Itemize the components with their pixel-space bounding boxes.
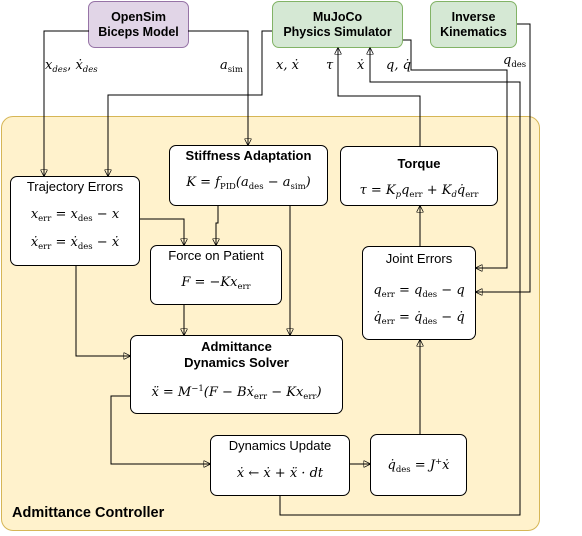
dynamics-update-block: Dynamics Update ẋ ← ẋ + ẍ · dt xyxy=(210,435,350,496)
stiffness-adaptation-title: Stiffness Adaptation xyxy=(185,148,312,163)
joint-velocity-error-equation: q̇err = q̇des − q̇ xyxy=(373,310,465,327)
arrow-opensim-to-trajectory-errors xyxy=(44,30,89,176)
tau-label: τ xyxy=(326,58,334,73)
q-des-label: qdes xyxy=(503,53,527,70)
stiffness-adaptation-equation: K = fPID(ades − asim) xyxy=(186,175,311,192)
joint-errors-block: Joint Errors qerr = qdes − q q̇err = q̇d… xyxy=(362,246,476,340)
inverse-kinematics-line2: Kinematics xyxy=(440,24,507,39)
force-on-patient-equation: F = −Kxerr xyxy=(181,275,251,292)
admittance-solver-equation: ẍ = M−1(F − Bẋerr − Kxerr) xyxy=(151,384,322,402)
torque-title: Torque xyxy=(397,156,441,171)
arrow-torque-to-mujoco xyxy=(338,48,421,146)
arrow-trajectory-errors-to-admittance-solver xyxy=(75,266,130,356)
q-qdot-label: q, q̇ xyxy=(386,58,411,73)
admittance-solver-title: Admittance Dynamics Solver xyxy=(131,339,342,370)
force-on-patient-title: Force on Patient xyxy=(168,248,264,263)
admittance-controller-label: Admittance Controller xyxy=(12,505,165,521)
mujoco-label-line2: Physics Simulator xyxy=(283,24,392,39)
torque-block: Torque τ = Kpqerr + Kdq̇err xyxy=(340,146,498,206)
arrow-admittance-solver-to-dynamics-update xyxy=(110,395,210,464)
admittance-solver-title-line1: Admittance xyxy=(201,339,272,354)
trajectory-errors-title: Trajectory Errors xyxy=(26,179,124,194)
x-xdot-label: x, ẋ xyxy=(276,58,299,73)
xdot-label: ẋ xyxy=(357,58,365,73)
dynamics-update-title: Dynamics Update xyxy=(228,438,332,453)
arrow-ik-velocity-to-mujoco xyxy=(279,48,521,516)
arrow-inverse-kinematics-to-joint-errors-qdes xyxy=(476,23,531,292)
a-sim-label: asim xyxy=(220,58,243,75)
inverse-kinematics-line1: Inverse xyxy=(451,10,496,25)
arrow-stiffness-to-force xyxy=(216,206,218,245)
arrow-mujoco-to-joint-errors-q xyxy=(403,39,508,268)
dynamics-update-equation: ẋ ← ẋ + ẍ · dt xyxy=(236,466,324,481)
arrow-mujoco-to-trajectory-errors xyxy=(108,30,272,176)
trajectory-velocity-error-equation: ẋerr = ẋdes − ẋ xyxy=(30,235,120,252)
torque-equation: τ = Kpqerr + Kdq̇err xyxy=(359,183,479,200)
force-on-patient-block: Force on Patient F = −Kxerr xyxy=(150,245,282,305)
arrow-opensim-to-stiffness-adaptation xyxy=(188,30,248,145)
arrow-trajectory-errors-to-force xyxy=(140,218,184,245)
joint-position-error-equation: qerr = qdes − q xyxy=(373,283,465,300)
admittance-solver-title-line2: Dynamics Solver xyxy=(184,354,289,370)
opensim-label-line1: OpenSim xyxy=(111,10,166,25)
inverse-kinematics-block: Inverse Kinematics xyxy=(430,1,517,48)
opensim-biceps-model-block: OpenSim Biceps Model xyxy=(88,1,189,48)
joint-errors-title: Joint Errors xyxy=(385,251,453,266)
opensim-label-line2: Biceps Model xyxy=(98,24,179,39)
trajectory-position-error-equation: xerr = xdes − x xyxy=(30,207,120,224)
ik-velocity-block: q̇des = J+ẋ xyxy=(370,434,467,496)
mujoco-label-line1: MuJoCo xyxy=(312,10,363,25)
x-des-xdot-des-label: xdes, ẋdes xyxy=(45,58,98,75)
admittance-dynamics-solver-block: Admittance Dynamics Solver ẍ = M−1(F − B… xyxy=(130,335,343,414)
ik-velocity-equation: q̇des = J+ẋ xyxy=(387,457,450,475)
trajectory-errors-block: Trajectory Errors xerr = xdes − x ẋerr =… xyxy=(10,176,140,266)
